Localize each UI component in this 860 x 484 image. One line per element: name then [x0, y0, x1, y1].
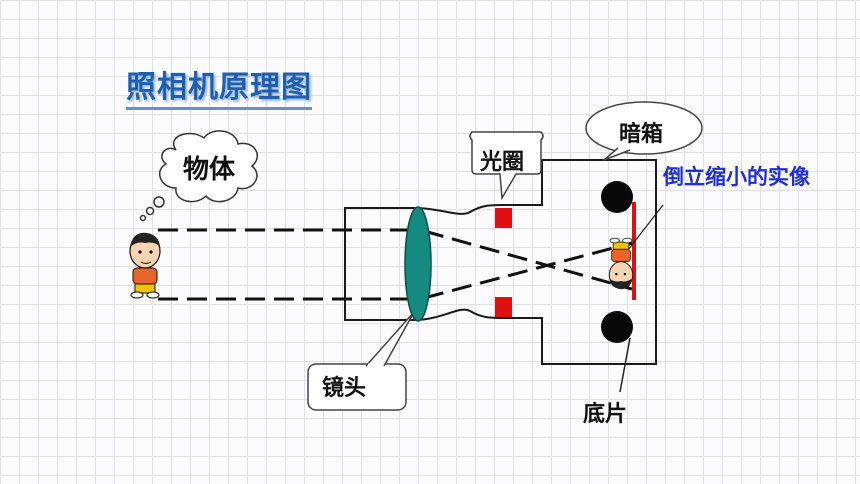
camera-body-outline	[344, 159, 657, 365]
aperture-blade-bottom	[495, 297, 512, 317]
aperture-blade-top	[495, 208, 512, 228]
image-description-label: 倒立缩小的实像	[663, 165, 810, 189]
cartoon-boy-icon	[129, 232, 161, 299]
film-roller-top	[601, 181, 633, 213]
diagram-title: 照相机原理图	[126, 62, 312, 110]
object-label: 物体	[183, 155, 236, 185]
dark-box-label: 暗箱	[619, 122, 664, 147]
light-rays	[158, 228, 633, 301]
convex-lens	[404, 206, 432, 322]
lens-label: 镜头	[322, 376, 367, 401]
inverted-cartoon-boy-icon	[608, 237, 634, 290]
film-label: 底片	[583, 402, 628, 427]
lens-callout	[307, 311, 415, 411]
film-roller-bottom	[601, 311, 633, 343]
aperture-label: 光圈	[480, 150, 525, 175]
aperture-callout	[469, 131, 544, 201]
thought-cloud-icon	[139, 130, 258, 222]
dark-box-callout	[585, 101, 703, 161]
